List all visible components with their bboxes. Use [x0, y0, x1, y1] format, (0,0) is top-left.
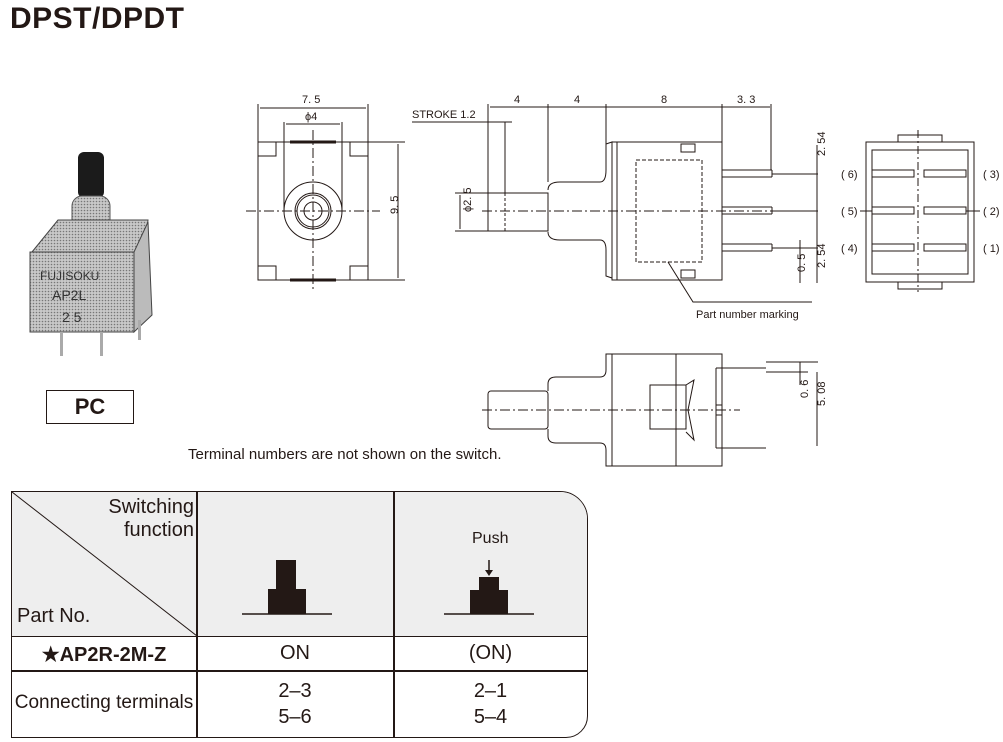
column-divider: [393, 492, 395, 737]
terminal-label-4: ( 4): [841, 243, 858, 255]
released-terminal-pair-1: 2–3: [278, 680, 312, 702]
terminal-label-6: ( 6): [841, 169, 858, 181]
side-dim-3: 8: [661, 94, 667, 106]
offset-dim: 0. 5: [796, 254, 808, 272]
released-position-icon: [242, 560, 332, 615]
side-view-drawing: [412, 104, 818, 303]
part-number-cell: ★AP2R-2M-Z: [41, 644, 167, 666]
side-dim-1: 4: [514, 94, 520, 106]
header-part-no: Part No.: [17, 605, 91, 627]
page-title: DPST/DPDT: [10, 2, 185, 35]
part-number-marking-label: Part number marking: [696, 309, 799, 321]
connecting-terminals-label: Connecting terminals: [14, 692, 194, 713]
pitch-upper-dim: 2. 54: [816, 132, 828, 156]
bottom-view-drawing: [482, 353, 818, 467]
shaft-diameter-dim: ϕ2. 5: [462, 187, 474, 212]
side-dim-2: 4: [574, 94, 580, 106]
released-terminal-pair-2: 5–6: [278, 706, 312, 728]
terminal-label-3: ( 3): [983, 169, 1000, 181]
product-photo: FUJISOKU AP2L 2 5: [29, 152, 153, 356]
front-width-dim: 7. 5: [302, 94, 320, 106]
row-divider: [12, 670, 587, 672]
pushed-terminal-pair-2: 5–4: [473, 706, 508, 728]
pushed-state-cell: (ON): [468, 642, 513, 664]
photo-model-text: AP2L: [52, 287, 86, 303]
pitch-lower-dim: 2. 54: [816, 244, 828, 268]
pushed-position-icon: [444, 560, 534, 615]
released-terminals-cell: 2–3 5–6: [197, 678, 393, 730]
mount-type-badge: PC: [46, 390, 134, 424]
terminal-label-2: ( 2): [983, 206, 1000, 218]
header-diagonal: [12, 492, 197, 636]
photo-brand-text: FUJISOKU: [40, 269, 99, 283]
stroke-label: STROKE 1.2: [412, 109, 476, 121]
pushed-terminals-cell: 2–1 5–4: [394, 678, 587, 730]
switching-function-table: Switching function Part No. Push ★AP2R-2…: [11, 491, 588, 738]
front-height-dim: 9. 5: [389, 196, 401, 214]
photo-code-text: 2 5: [62, 309, 82, 325]
push-label: Push: [472, 530, 509, 547]
terminal-view-drawing: [860, 130, 980, 292]
header-switching-text: Switching: [108, 496, 194, 518]
front-bushing-dim: ϕ4: [305, 111, 317, 123]
pushed-terminal-pair-1: 2–1: [473, 680, 508, 702]
terminal-note: Terminal numbers are not shown on the sw…: [188, 446, 502, 463]
terminal-label-1: ( 1): [983, 243, 1000, 255]
header-switching-function: Switching function: [108, 496, 194, 542]
side-dim-4: 3. 3: [737, 94, 755, 106]
front-view-drawing: [246, 104, 405, 290]
bottom-small-dim: 0. 6: [799, 380, 811, 398]
released-state-cell: ON: [280, 642, 310, 664]
actuator-icon: [78, 152, 104, 198]
header-function-text: function: [123, 519, 194, 541]
column-divider: [196, 492, 198, 737]
bottom-span-dim: 5. 08: [816, 382, 828, 406]
terminal-label-5: ( 5): [841, 206, 858, 218]
dimension-drawings: 7. 5 ϕ4 9. 5 STROKE 1.2 4 4 8 3. 3 ϕ2. 5…: [246, 94, 1000, 467]
